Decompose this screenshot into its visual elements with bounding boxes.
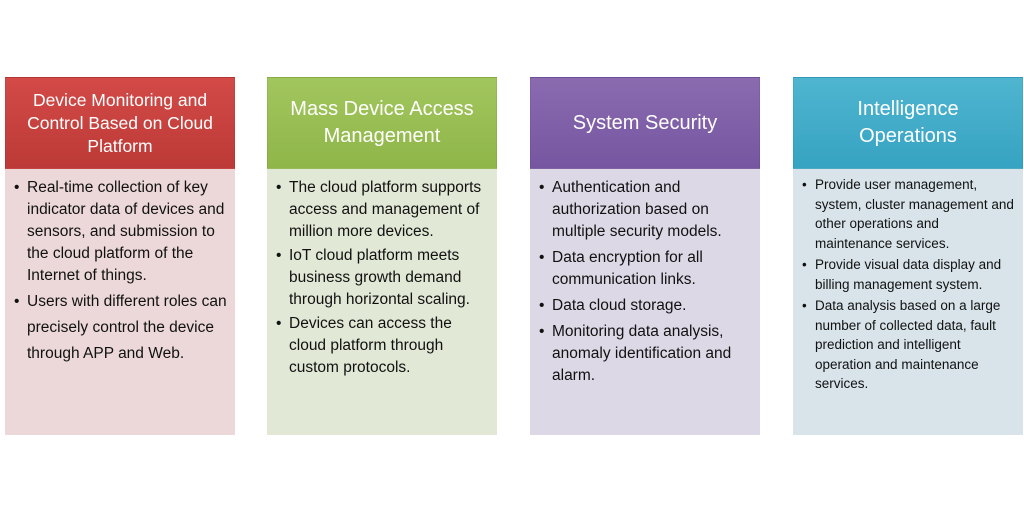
column-title: Intelligence Operations [857,98,959,147]
column-title: Mass Device Access Management [290,98,474,147]
column-header: System Security [530,77,760,169]
column-body: Provide user management, system, cluster… [793,169,1023,435]
column-body: Authentication and authorization based o… [530,169,760,435]
column-system-security: System Security Authentication and autho… [530,77,760,435]
column-intelligence-operations: Intelligence Operations Provide user man… [793,77,1023,435]
bullet-item: Devices can access the cloud platform th… [275,313,489,379]
column-device-monitoring: Device Monitoring and Control Based on C… [5,77,235,435]
bullet-item: IoT cloud platform meets business growth… [275,245,489,311]
column-header: Intelligence Operations [793,77,1023,169]
bullet-list: The cloud platform supports access and m… [275,177,489,379]
bullet-item: Provide visual data display and billing … [801,255,1015,294]
bullet-item: Data analysis based on a large number of… [801,296,1015,394]
column-mass-device-access: Mass Device Access Management The cloud … [267,77,497,435]
bullet-item: Real-time collection of key indicator da… [13,177,227,287]
bullet-item: Provide user management, system, cluster… [801,175,1015,253]
bullet-item: Authentication and authorization based o… [538,177,752,243]
bullet-item: The cloud platform supports access and m… [275,177,489,243]
column-title: System Security [572,111,718,134]
bullet-list: Provide user management, system, cluster… [801,175,1015,394]
bullet-item: Monitoring data analysis, anomaly identi… [538,321,752,387]
bullet-item: Users with different roles can precisely… [13,289,227,367]
column-header: Device Monitoring and Control Based on C… [5,77,235,169]
column-header: Mass Device Access Management [267,77,497,169]
column-title: Device Monitoring and Control Based on C… [27,89,213,156]
column-body: The cloud platform supports access and m… [267,169,497,435]
bullet-item: Data cloud storage. [538,295,752,317]
bullet-list: Real-time collection of key indicator da… [13,177,227,367]
column-body: Real-time collection of key indicator da… [5,169,235,435]
bullet-item: Data encryption for all communication li… [538,247,752,291]
bullet-list: Authentication and authorization based o… [538,177,752,387]
